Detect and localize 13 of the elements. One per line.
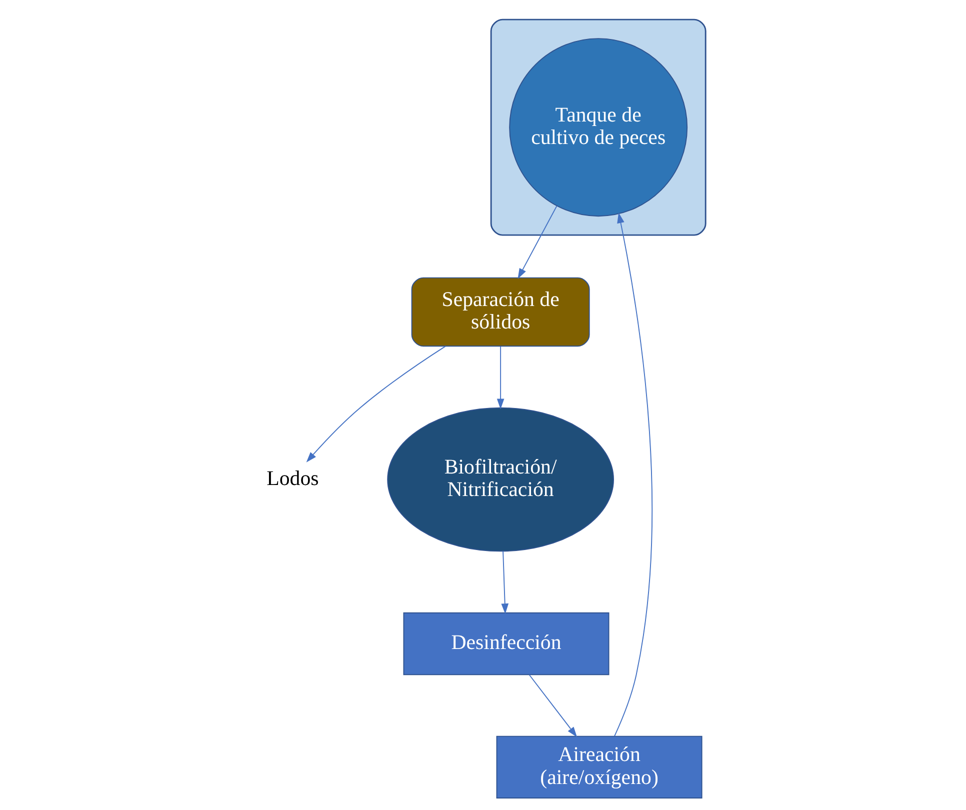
arrow [528,674,578,738]
node-box: Aireación (aire/oxígeno) [496,736,702,798]
arrow [614,212,653,737]
node-ellipse: Biofiltración/ Nitrificación [387,407,614,552]
cluster [490,18,706,236]
arrow [501,550,509,614]
node-text: Lodos [266,466,319,490]
node-box: Separación de sólidos [411,277,590,347]
node-box: Desinfección [403,612,610,676]
arrow [306,346,446,462]
arrow [496,346,504,410]
node-circle: Tanque de cultivo de peces [509,38,688,217]
arrow [518,206,558,279]
